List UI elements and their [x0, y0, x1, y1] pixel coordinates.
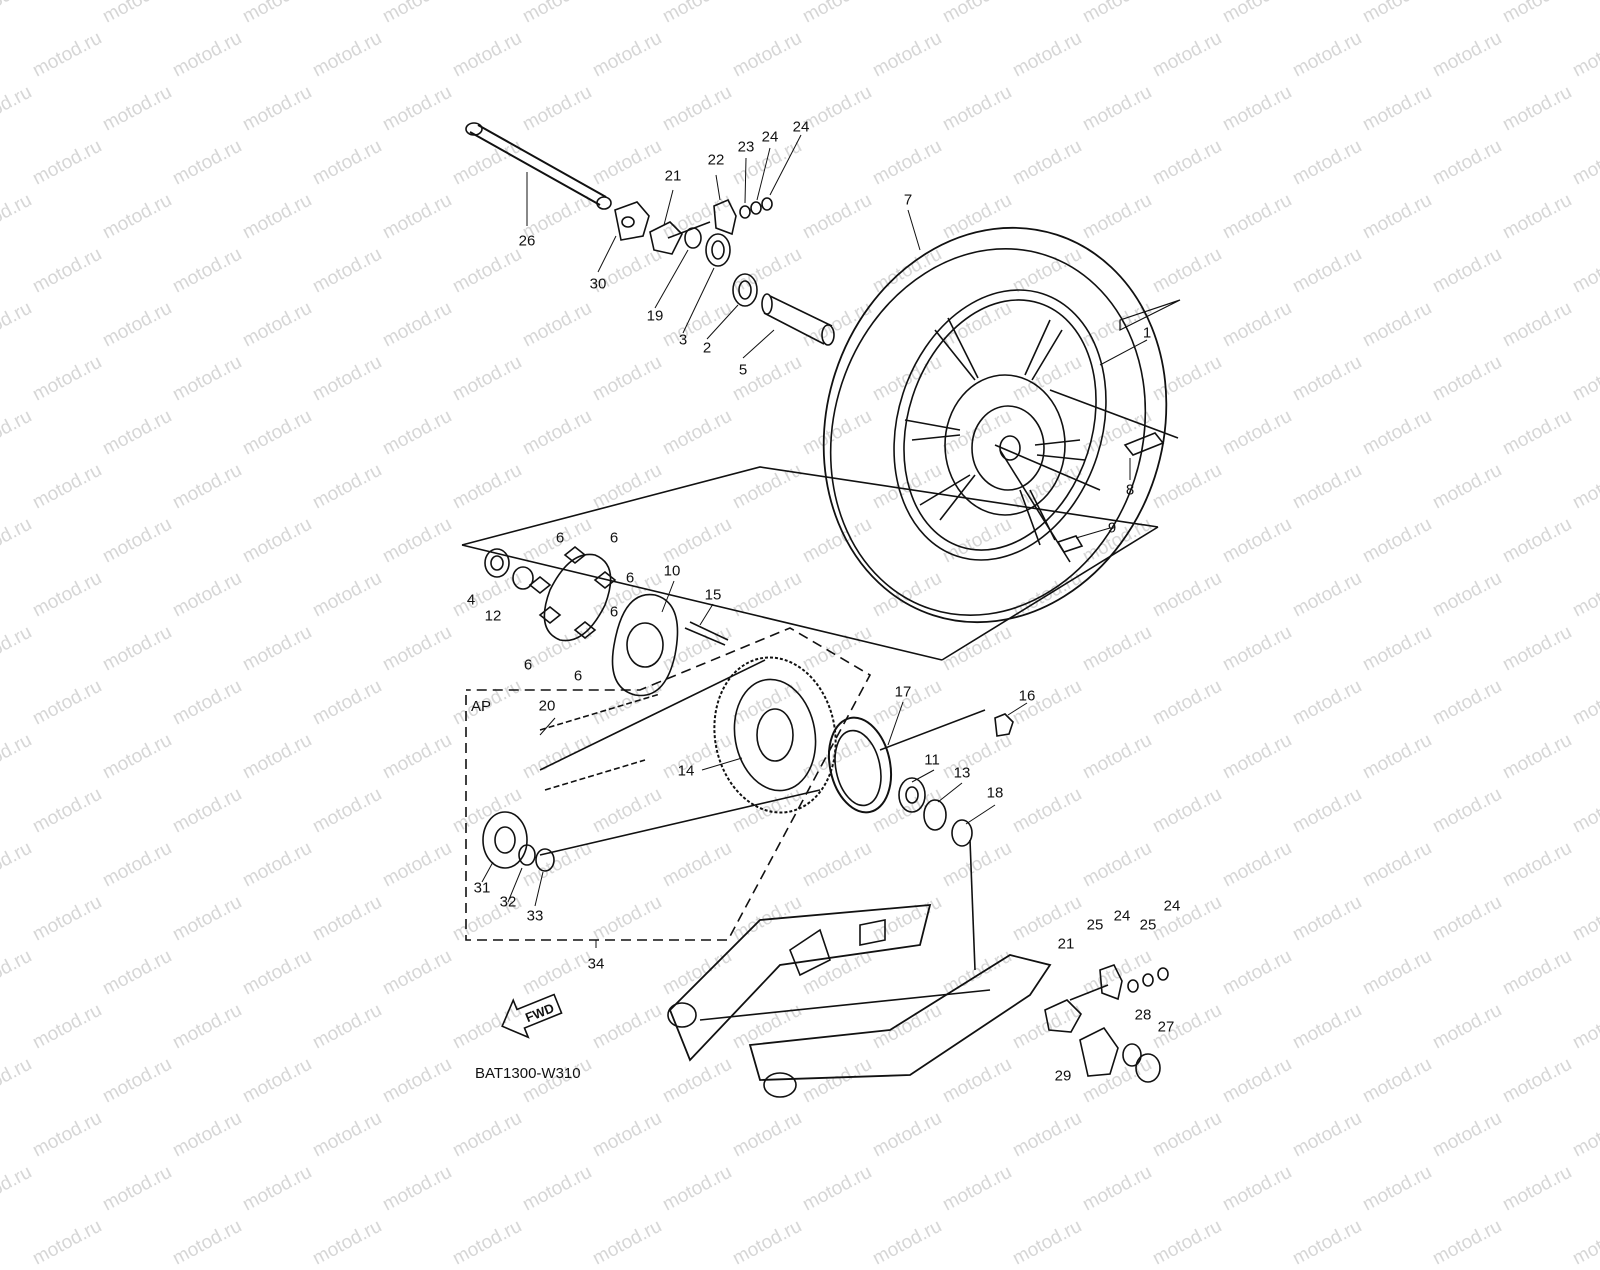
callout-number: 21	[1057, 935, 1075, 953]
watermark-text: motod.ru	[1009, 1215, 1086, 1270]
callout-number: 24	[1163, 897, 1181, 915]
callout-number: 28	[1134, 1006, 1152, 1024]
callout-number: 10	[663, 562, 681, 580]
callout-number: 24	[761, 128, 779, 146]
callout-number: 6	[609, 529, 619, 547]
callout-number: 6	[609, 603, 619, 621]
wheel-assembly	[822, 226, 1181, 624]
watermark-text: motod.ru	[1289, 1215, 1366, 1270]
fwd-arrow-icon: FWD	[501, 993, 563, 1039]
callout-number: 32	[499, 893, 517, 911]
watermark-text: motod.ru	[449, 1215, 526, 1270]
watermark-text: motod.ru	[1149, 1215, 1226, 1270]
callout-number: 1	[1142, 324, 1152, 342]
callout-number: 16	[1018, 687, 1036, 705]
exploded-view-drawing: FWD	[461, 122, 1181, 1098]
callout-number: 2	[702, 339, 712, 357]
callout-number: 5	[738, 361, 748, 379]
callout-number: 12	[484, 607, 502, 625]
ap-assembly-box	[465, 627, 872, 941]
assembly-label: AP	[471, 698, 492, 715]
callout-number: 29	[1054, 1067, 1072, 1085]
callout-number: 6	[555, 529, 565, 547]
chain-sprocket-assembly	[482, 656, 837, 872]
swingarm-part-34	[667, 903, 1052, 1098]
callout-number: 21	[664, 167, 682, 185]
callout-number: 4	[466, 591, 476, 609]
callout-number: 34	[587, 955, 605, 973]
callout-number: 24	[1113, 907, 1131, 925]
callout-number: 11	[924, 751, 940, 769]
callout-number: 14	[677, 762, 695, 780]
wheel-parts-outline	[461, 389, 1179, 661]
callout-leader-lines	[481, 134, 1148, 948]
callout-number: 30	[589, 275, 607, 293]
callout-number: 24	[792, 118, 810, 136]
watermark-text: motod.ru	[1429, 1215, 1506, 1270]
diagram-code: BAT1300-W310	[475, 1065, 581, 1082]
callout-number: 15	[704, 586, 722, 604]
bearing-parts-lower	[828, 709, 1014, 971]
watermark-text: motod.ru	[729, 1215, 806, 1270]
watermark-text: motod.ru	[309, 1215, 386, 1270]
callout-number: 7	[903, 191, 913, 209]
callout-number: 17	[894, 683, 912, 701]
callout-number: 18	[986, 784, 1004, 802]
watermark-text: motod.ru	[869, 1215, 946, 1270]
spacer-part-5	[761, 293, 835, 346]
callout-number: 25	[1086, 916, 1104, 934]
callout-number: 3	[678, 331, 688, 349]
callout-number: 19	[646, 307, 664, 325]
callout-number: 25	[1139, 916, 1157, 934]
callout-number: 26	[518, 232, 536, 250]
callout-number: 9	[1107, 519, 1117, 537]
axle-part-26	[465, 122, 612, 210]
callout-number: 6	[625, 569, 635, 587]
callout-number: 6	[523, 656, 533, 674]
callout-number: 31	[473, 879, 491, 897]
callout-number: 8	[1125, 481, 1135, 499]
callout-number: 20	[538, 697, 556, 715]
watermark-text: motod.ru	[169, 1215, 246, 1270]
damper-hub-parts	[484, 545, 729, 697]
callout-number: 23	[737, 138, 755, 156]
callout-number: 22	[707, 151, 725, 169]
chain-puller-left-parts	[614, 197, 773, 307]
watermark-text: motod.ru	[589, 1215, 666, 1270]
callout-number: 13	[953, 764, 971, 782]
callout-number: 33	[526, 907, 544, 925]
callout-number: 27	[1157, 1018, 1175, 1036]
chain-puller-right-parts	[1044, 964, 1169, 1083]
callout-number: 6	[573, 667, 583, 685]
watermark-text: motod.ru	[29, 1215, 106, 1270]
watermark-text: motod.ru	[1569, 1215, 1600, 1270]
